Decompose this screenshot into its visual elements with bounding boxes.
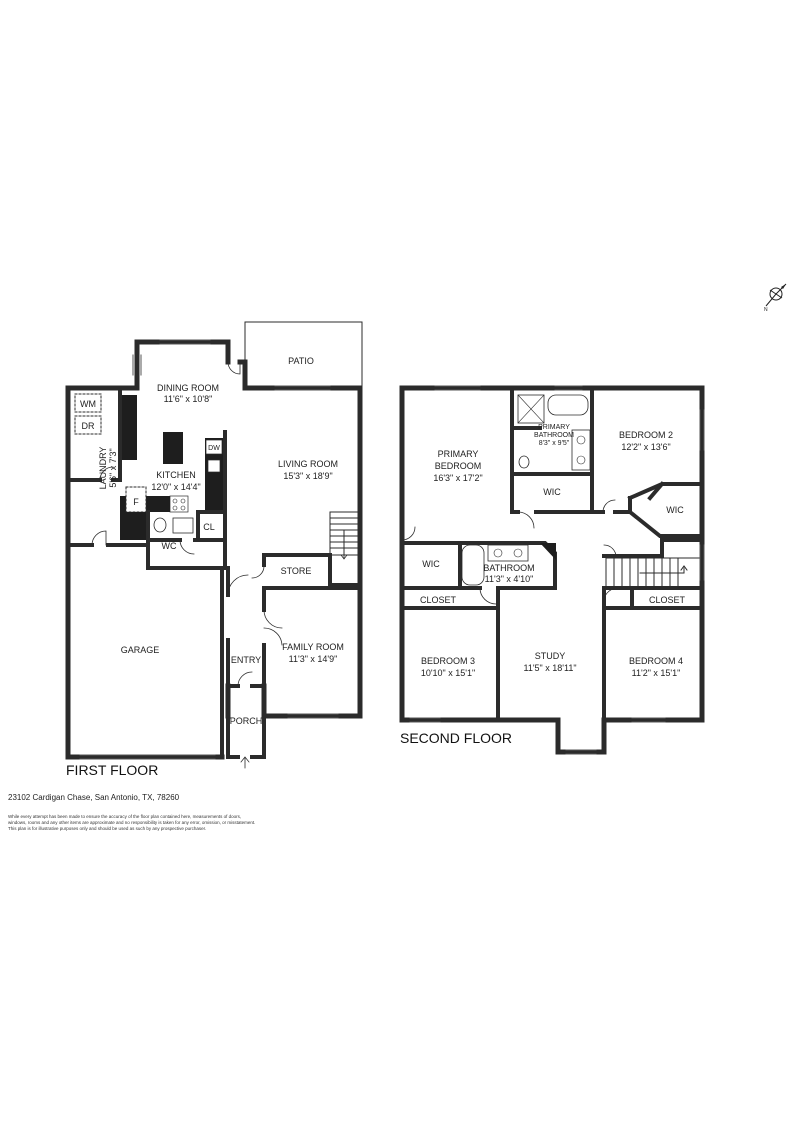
study-dims: 11'5" x 18'11": [523, 663, 576, 673]
primary-bedroom-dims: 16'3" x 17'2": [433, 473, 482, 483]
property-address: 23102 Cardigan Chase, San Antonio, TX, 7…: [8, 793, 180, 802]
closet4-label: CLOSET: [649, 595, 686, 605]
stove: [169, 495, 189, 513]
primary-suite-walls: [510, 386, 632, 514]
laundry-label: LAUNDRY: [98, 447, 108, 490]
compass-icon: N: [764, 283, 787, 312]
washer: [74, 393, 102, 413]
pantry-block: [120, 512, 146, 540]
primary-bedroom-label-2: BEDROOM: [435, 461, 482, 471]
store-label: STORE: [281, 566, 312, 576]
wc-label: WC: [162, 541, 177, 551]
bedroom2-dims: 12'2" x 13'6": [621, 442, 670, 452]
garage-walls: [66, 543, 224, 759]
stairs-arrow: [340, 551, 348, 560]
bedroom3-label: BEDROOM 3: [421, 656, 475, 666]
kitchen-counter-left: [122, 395, 137, 460]
disclaimer-text: While every attempt has been made to ens…: [8, 814, 328, 832]
left-wic-label: WIC: [422, 559, 440, 569]
fridge: [125, 486, 147, 513]
primary-wic-label: WIC: [543, 487, 561, 497]
kitchen-dims: 12'0" x 14'4": [151, 482, 200, 492]
fridge-label: F: [133, 497, 139, 507]
family-room-dims: 11'3" x 14'9": [289, 654, 338, 664]
study-label: STUDY: [535, 651, 566, 661]
primary-tub: [547, 394, 589, 416]
dw-label: DW: [208, 445, 220, 452]
bathroom-corner-block: [540, 543, 556, 560]
first-floor-title: FIRST FLOOR: [66, 762, 158, 778]
closet3-label: CLOSET: [420, 595, 457, 605]
sink: [207, 459, 221, 473]
cl-label: CL: [203, 522, 215, 532]
second-floor-title: SECOND FLOOR: [400, 730, 512, 746]
dryer: [74, 415, 102, 435]
wc-sink: [172, 517, 194, 534]
kitchen-label: KITCHEN: [156, 470, 196, 480]
primary-bath-label-1: PRIMARY: [538, 424, 570, 431]
entry-label: ENTRY: [231, 655, 261, 665]
bathroom-vanity: [487, 544, 529, 562]
porch-entry-arrow: [240, 756, 250, 769]
compass-label: N: [764, 307, 768, 312]
second-floor-plan: [399, 385, 705, 755]
family-room-label: FAMILY ROOM: [282, 642, 344, 652]
first-floor-plan: [65, 321, 363, 769]
wc-toilet: [153, 517, 167, 533]
kitchen-counter-right: [205, 438, 223, 511]
first-floor-stairs: [329, 511, 361, 556]
disclaimer-line-3: This plan is for illustrative purposes o…: [8, 826, 207, 831]
primary-toilet: [518, 455, 530, 469]
windows-second-floor: [409, 385, 705, 755]
primary-shower: [517, 394, 545, 424]
bedroom2-label: BEDROOM 2: [619, 430, 673, 440]
door-swings-second-floor: [401, 499, 619, 605]
porch-label: PORCH: [230, 716, 263, 726]
patio-outline: [244, 321, 363, 387]
bedroom3-dims: 10'10" x 15'1": [421, 668, 475, 678]
living-room-dims: 15'3" x 18'9": [283, 471, 332, 481]
dishwasher: [205, 439, 223, 455]
first-floor-exterior-walls: [65, 339, 363, 760]
wm-label: WM: [80, 399, 96, 409]
dining-room-label: DINING ROOM: [157, 383, 219, 393]
bedroom4-dims: 11'2" x 15'1": [632, 668, 681, 678]
bathroom-tub: [461, 544, 485, 586]
primary-bedroom-label-1: PRIMARY: [438, 449, 479, 459]
laundry-dims: 5'6" x 7'3": [108, 448, 118, 487]
primary-bath-dims: 8'3" x 9'5": [539, 440, 570, 447]
primary-vanity: [571, 429, 591, 471]
living-room-label: LIVING ROOM: [278, 459, 338, 469]
garage-label: GARAGE: [121, 645, 160, 655]
kitchen-island: [163, 432, 183, 464]
disclaimer-line-2: windows, rooms and any other items are a…: [8, 820, 256, 825]
disclaimer-line-1: While every attempt has been made to ens…: [8, 814, 242, 819]
kitchen-walls: [146, 430, 227, 570]
patio-label: PATIO: [288, 356, 314, 366]
dr-label: DR: [82, 421, 95, 431]
entry-walls: [226, 566, 362, 688]
second-floor-exterior-walls: [399, 385, 705, 755]
bathroom-dims: 11'3" x 4'10": [485, 574, 534, 584]
primary-bath-label-2: BATHROOM: [534, 432, 574, 439]
second-floor-stairs: [602, 538, 704, 589]
bathroom-label: BATHROOM: [483, 563, 534, 573]
bedroom2-wic-walls: [627, 481, 704, 538]
store-walls: [262, 553, 362, 587]
dining-room-dims: 11'6" x 10'8": [164, 394, 213, 404]
bedroom4-label: BEDROOM 4: [629, 656, 683, 666]
bedroom2-wic-label: WIC: [666, 505, 684, 515]
door-swings-first-floor: [91, 361, 283, 687]
laundry-walls: [66, 386, 122, 482]
windows-first-floor: [79, 339, 339, 760]
